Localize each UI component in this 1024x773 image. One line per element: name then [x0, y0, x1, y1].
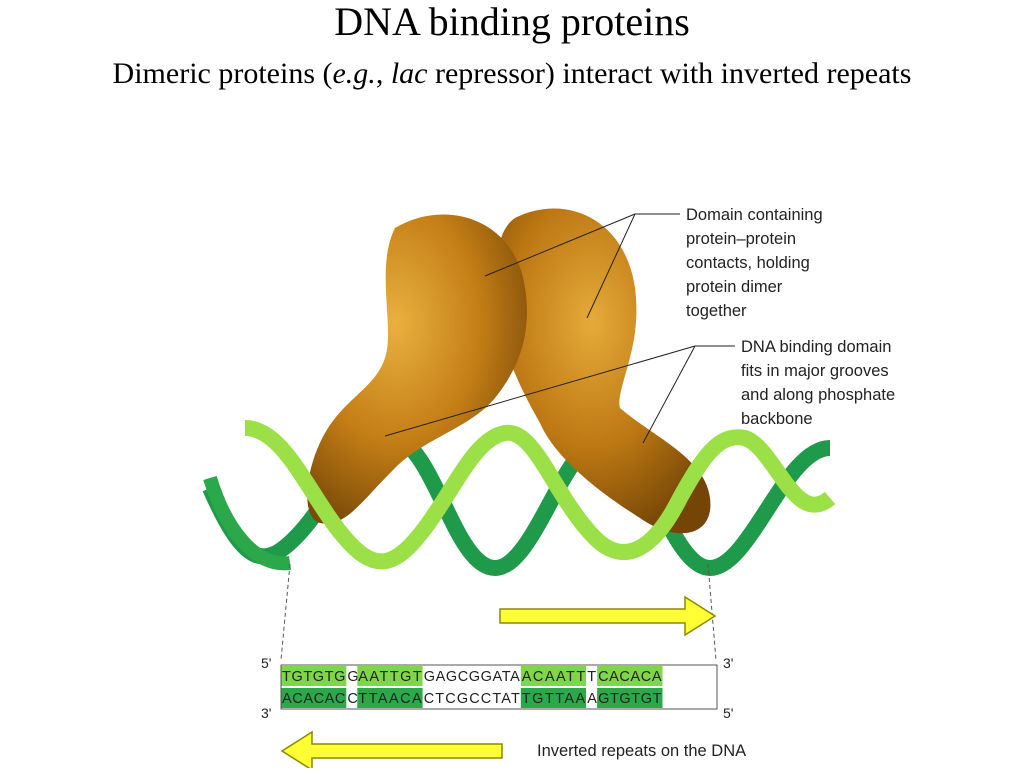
sequence-segment-text: TTAACA — [358, 691, 422, 707]
subtitle-comma: , — [375, 57, 391, 90]
sequence-segment-text: A — [587, 691, 597, 707]
sequence-segment-text: TGTGTG — [282, 669, 345, 685]
dna-helix-front-strand — [244, 420, 836, 570]
sequence-segment-text: GTGTGT — [598, 691, 662, 707]
label-domain-line: Domain containing — [686, 206, 823, 224]
label-domain-line: protein–protein — [686, 230, 796, 248]
sequence-segment-bg — [597, 666, 663, 686]
sequence-segment-bg — [520, 688, 587, 708]
slide-subtitle: Dimeric proteins (e.g., lac repressor) i… — [110, 50, 914, 98]
sequence-segment-text: AATTGT — [358, 669, 422, 685]
sequence-segment-bg — [586, 666, 598, 686]
label-binding-line: fits in major grooves — [741, 362, 889, 380]
label-domain-contacts: Domain containing protein–protein contac… — [686, 206, 827, 320]
subtitle-lac: lac — [390, 57, 428, 90]
label-domain-line: protein dimer — [686, 278, 783, 296]
sequence-segment-bg — [520, 666, 587, 686]
subtitle-part2: repressor) interact with inverted repeat… — [427, 57, 912, 90]
end-label-bottom-left: 3' — [261, 705, 271, 721]
end-label-bottom-right: 5' — [723, 705, 733, 721]
leader-line-domain-2 — [586, 213, 636, 319]
sequence-segment-bg — [357, 666, 423, 686]
sequence-segment-text: G — [347, 669, 358, 685]
arrow-right-repeat — [499, 595, 717, 637]
sequence-segment-text: ACAATT — [522, 669, 586, 685]
sequence-segment-text: GAGCGGATA — [424, 669, 520, 685]
sequence-segment-bg — [281, 688, 347, 708]
label-binding-line: DNA binding domain — [741, 338, 891, 356]
figure-svg: Domain containing protein–protein contac… — [202, 206, 900, 772]
slide-title-block: DNA binding proteins Dimeric proteins (e… — [0, 0, 1024, 98]
label-domain-line: contacts, holding — [686, 254, 810, 272]
sequence-segment-bg — [346, 688, 358, 708]
subtitle-eg: e.g. — [332, 57, 376, 90]
subtitle-part1: Dimeric proteins ( — [112, 57, 333, 90]
leader-line-binding-2 — [642, 345, 696, 444]
arrow-left-repeat — [280, 730, 503, 772]
dashed-guide-left — [280, 563, 291, 661]
slide-title: DNA binding proteins — [334, 0, 690, 44]
end-label-top-right: 3' — [723, 655, 733, 671]
label-domain-line: together — [686, 302, 747, 320]
sequence-segment-text: CTCGCCTAT — [424, 691, 520, 707]
sequence-segment-bg — [346, 666, 358, 686]
sequence-segment-bg — [597, 688, 663, 708]
label-dna-binding-domain: DNA binding domain fits in major grooves… — [741, 338, 900, 428]
sequence-segment-bg — [586, 688, 598, 708]
dna-binding-figure: Domain containing protein–protein contac… — [95, 198, 950, 772]
protein-subunit-right — [495, 208, 711, 534]
sequence-segment-text: C — [347, 691, 357, 707]
sequence-segment-bg — [422, 688, 521, 708]
label-binding-line: and along phosphate — [741, 386, 895, 404]
leader-line-domain-1 — [484, 213, 636, 277]
end-label-top-left: 5' — [261, 655, 271, 671]
label-inverted-repeats: Inverted repeats on the DNA — [537, 742, 746, 760]
sequence-frame — [280, 664, 718, 710]
label-binding-line: backbone — [741, 410, 813, 428]
dna-helix-back-strand — [202, 429, 832, 577]
protein-subunit-left — [307, 214, 527, 524]
leader-line-binding-1 — [384, 345, 696, 437]
sequence-segment-bg — [357, 688, 423, 708]
sequence-segment-text: TGTTAA — [522, 691, 586, 707]
sequence-segment-bg — [422, 666, 521, 686]
dashed-guide-right — [707, 563, 717, 661]
sequence-segment-text: T — [587, 669, 596, 685]
sequence-segment-text: CACACA — [598, 669, 662, 685]
dna-helix-left-end — [203, 475, 291, 571]
sequence-segment-bg — [281, 666, 347, 686]
sequence-segment-text: ACACAC — [282, 691, 345, 707]
